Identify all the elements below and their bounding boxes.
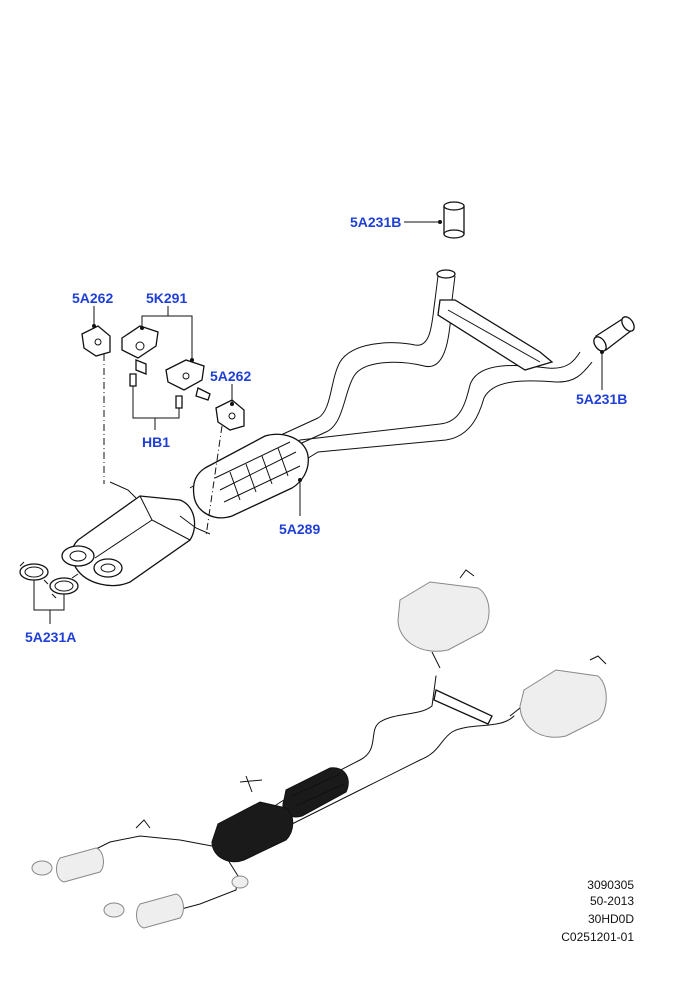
callout-tailpipe-top: 5A231B [350, 214, 401, 230]
tailpipe-finisher-top [443, 201, 465, 239]
callout-bracket: 5K291 [146, 290, 187, 306]
twin-exhaust-pipe [189, 269, 593, 501]
hanger-bracket-left [121, 325, 159, 375]
ref-line-2: 50-2013 [590, 894, 634, 908]
rubber-hanger-right [215, 399, 245, 431]
ref-line-4: C0251201-01 [561, 930, 634, 944]
leader-lines [33, 220, 604, 624]
exhaust-clamps [19, 561, 79, 599]
callout-clamps: 5A231A [25, 629, 76, 645]
callout-bolts: HB1 [142, 434, 170, 450]
callout-hanger-left: 5A262 [72, 290, 113, 306]
ref-line-3: 30HD0D [588, 912, 634, 926]
callout-pipe: 5A289 [279, 521, 320, 537]
locator-view [31, 569, 607, 929]
resonator [192, 433, 309, 519]
bolts [129, 373, 183, 416]
ref-line-1: 3090305 [587, 878, 634, 892]
hanger-bracket-right [165, 359, 211, 401]
rubber-hanger-left [81, 325, 111, 357]
callout-hanger-right: 5A262 [210, 368, 251, 384]
tailpipe-finisher-right [593, 316, 635, 352]
assembly-lines [103, 354, 223, 537]
rear-silencer [61, 481, 211, 587]
reference-block: 3090305 50-2013 30HD0D C0251201-01 [561, 878, 634, 944]
callout-tailpipe-right: 5A231B [576, 391, 627, 407]
